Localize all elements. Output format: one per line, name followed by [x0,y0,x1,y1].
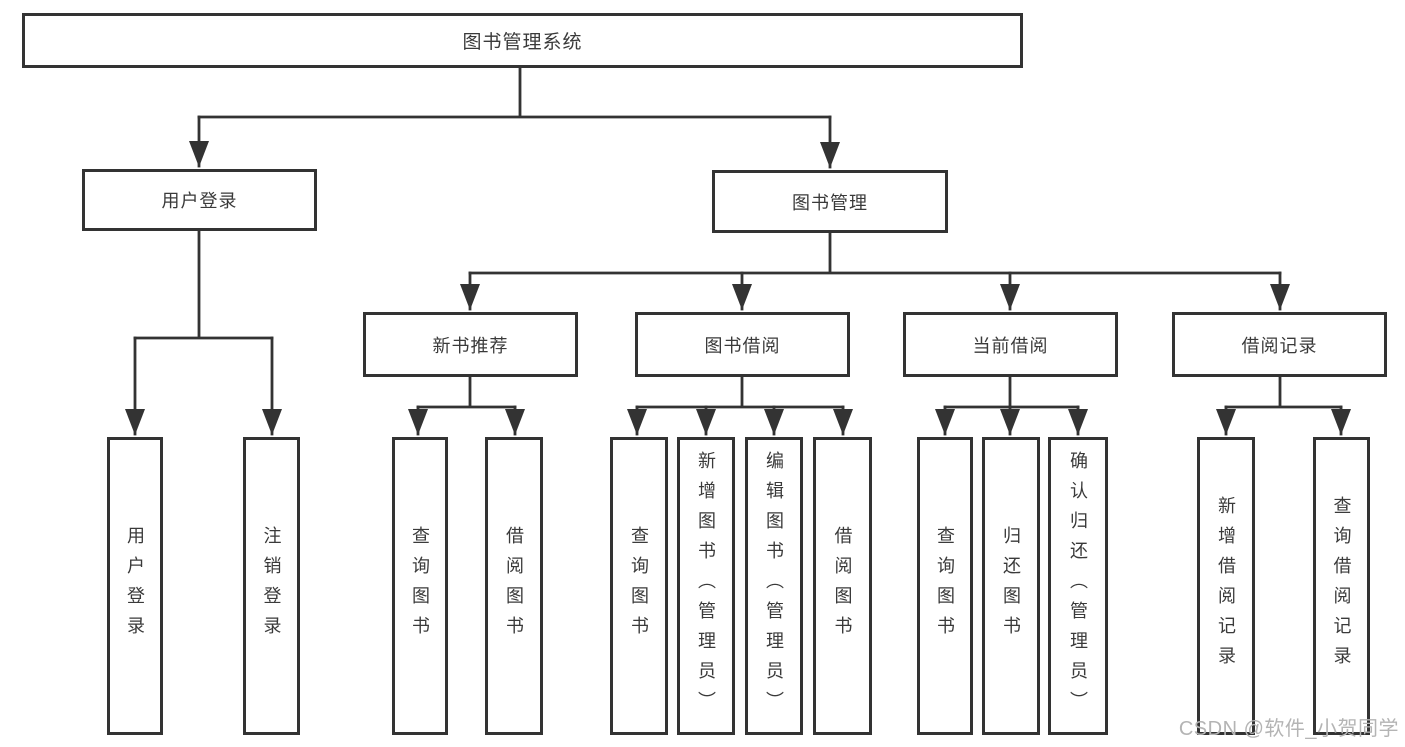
node-new-book-recommend: 新书推荐 [363,312,578,377]
leaf-add-borrow-record: 新增借阅记录 [1197,437,1255,735]
leaf-query-books-borrow: 查询图书 [610,437,668,735]
watermark: CSDN @软件_小贺同学 [1178,718,1399,740]
leaf-logout: 注销登录 [243,437,300,735]
leaf-query-books-recommend: 查询图书 [392,437,448,735]
leaf-return-books: 归还图书 [982,437,1040,735]
node-root: 图书管理系统 [22,13,1023,68]
node-borrow-records: 借阅记录 [1172,312,1387,377]
leaf-query-books-current: 查询图书 [917,437,973,735]
leaf-confirm-return-admin: 确认归还（管理员） [1048,437,1108,735]
leaf-query-borrow-record: 查询借阅记录 [1313,437,1370,735]
leaf-add-books-admin: 新增图书（管理员） [677,437,735,735]
node-book-management: 图书管理 [712,170,948,233]
leaf-borrow-books-recommend: 借阅图书 [485,437,543,735]
leaf-edit-books-admin: 编辑图书（管理员） [745,437,803,735]
leaf-user-login: 用户登录 [107,437,163,735]
leaf-borrow-books: 借阅图书 [813,437,872,735]
node-book-borrow: 图书借阅 [635,312,850,377]
node-current-borrow: 当前借阅 [903,312,1118,377]
node-user-login: 用户登录 [82,169,317,231]
